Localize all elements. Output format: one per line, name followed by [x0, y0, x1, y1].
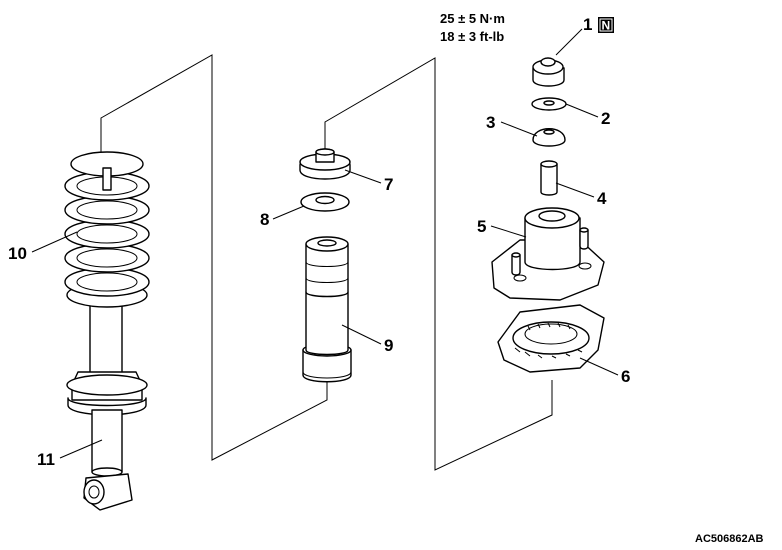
leader-7: [344, 169, 382, 184]
leader-4: [555, 182, 595, 198]
non-reusable-mark: N: [598, 17, 614, 33]
torque-imperial: 18 ± 3 ft-lb: [440, 29, 504, 44]
callout-2: 2: [601, 109, 610, 128]
guide-line-seat-to-insulator: [324, 57, 553, 471]
callout-9: 9: [384, 336, 393, 355]
lower-spring-pad: [497, 304, 605, 373]
leader-8: [272, 205, 305, 220]
callout-11: 11: [37, 450, 55, 469]
torque-spec: 25 ± 5 N·m 18 ± 3 ft-lb: [440, 11, 505, 44]
shock-absorber: [66, 299, 148, 511]
leader-2: [565, 103, 599, 118]
callout-3: 3: [486, 113, 495, 132]
callout-4: 4: [597, 189, 607, 208]
bushing: [532, 128, 566, 147]
coil-spring: [64, 151, 150, 308]
leader-lines: [31, 28, 619, 459]
bump-rubber: [302, 236, 352, 383]
callout-labels: 1 2 3 4 5 6 7 8 9 10 11: [8, 15, 630, 469]
guide-line-spring-to-mount: [100, 54, 328, 461]
spring-upper-seat: [299, 148, 351, 180]
leader-6: [579, 357, 619, 376]
non-reusable-box: [598, 17, 614, 33]
callout-1: 1: [583, 15, 592, 34]
figure-code: AC506862AB: [695, 533, 764, 545]
callout-8: 8: [260, 210, 269, 229]
upper-washer: [531, 97, 567, 111]
leader-1: [555, 28, 583, 56]
callout-10: 10: [8, 244, 27, 263]
assembly-guide-lines: [100, 54, 553, 471]
upper-strut-insulator: [491, 207, 605, 301]
self-locking-nut: [532, 57, 565, 87]
leader-5: [490, 225, 527, 238]
callout-6: 6: [621, 367, 630, 386]
leader-3: [500, 121, 538, 137]
non-reusable-letter: N: [602, 19, 611, 33]
non-reusable-inner-box: [599, 18, 613, 32]
callout-5: 5: [477, 217, 486, 236]
callout-7: 7: [384, 175, 393, 194]
leader-9: [341, 324, 382, 345]
collar: [540, 160, 558, 196]
torque-metric: 25 ± 5 N·m: [440, 11, 505, 26]
leader-10: [31, 231, 78, 253]
leader-11: [59, 439, 103, 459]
washer: [300, 192, 350, 212]
